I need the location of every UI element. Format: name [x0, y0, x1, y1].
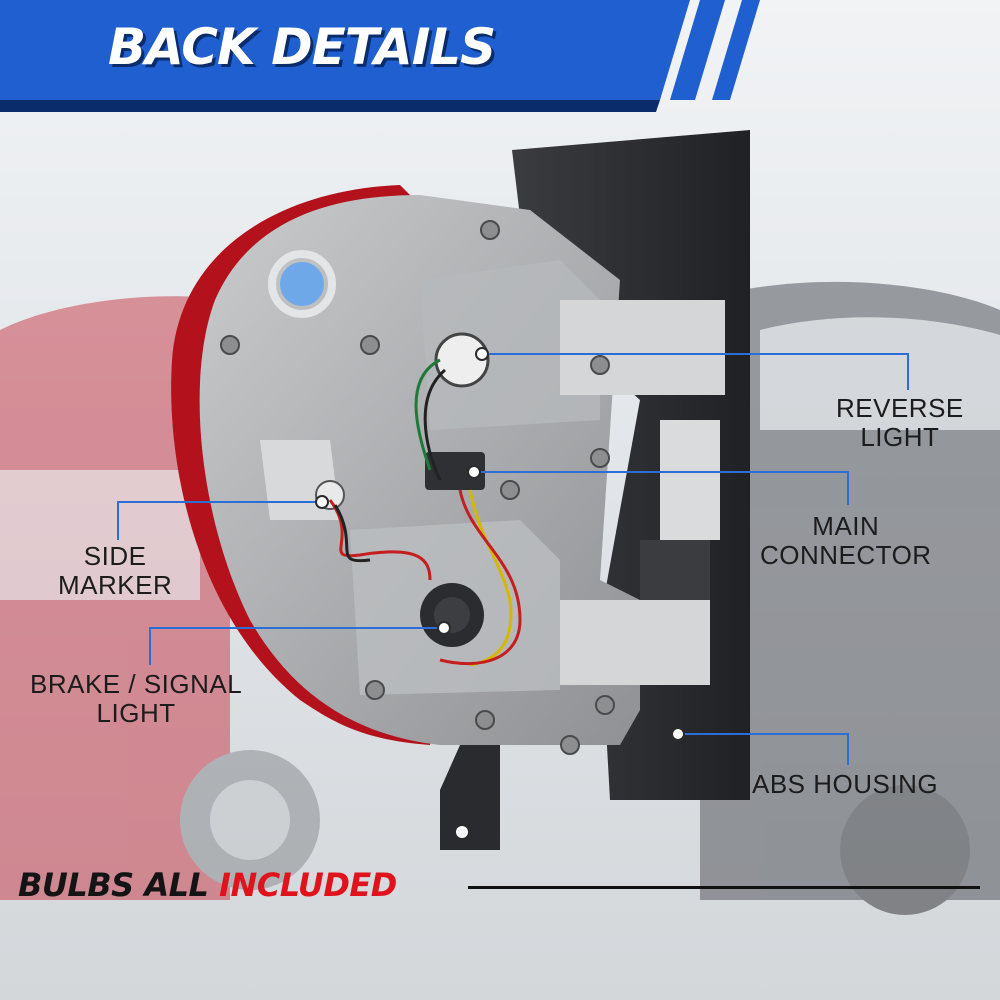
callout-brake-signal-light: BRAKE / SIGNAL LIGHT	[30, 670, 242, 728]
callout-lines	[117, 353, 909, 765]
callout-line-2: MARKER	[58, 570, 173, 600]
screws	[220, 220, 615, 755]
reverse-light-dot	[475, 347, 489, 361]
callout-abs-housing: ABS HOUSING	[752, 770, 938, 799]
wiring	[328, 358, 522, 667]
callout-line-1: SIDE	[83, 541, 147, 571]
callout-line-1: MAIN	[812, 511, 880, 541]
main-connector-plug	[425, 452, 485, 490]
abs-housing-dot	[671, 727, 685, 741]
callout-side-marker: SIDE MARKER	[58, 542, 172, 600]
callout-reverse-light: REVERSE LIGHT	[836, 394, 964, 452]
side-marker-dot	[315, 495, 329, 509]
callout-dots	[315, 347, 685, 741]
callout-line-1: ABS HOUSING	[752, 769, 939, 799]
callout-line-2: LIGHT	[860, 422, 940, 452]
callout-line-1: REVERSE	[836, 393, 964, 423]
background-cars	[0, 281, 1000, 915]
callout-line-2: CONNECTOR	[760, 540, 932, 570]
callout-line-1: BRAKE / SIGNAL	[30, 669, 243, 699]
footer-divider	[468, 886, 980, 889]
footer-highlight: INCLUDED	[219, 866, 397, 904]
footer-prefix: BULBS ALL	[18, 866, 209, 904]
page-title: BACK DETAILS	[108, 18, 496, 76]
header-banner	[0, 0, 760, 112]
callout-main-connector: MAIN CONNECTOR	[760, 512, 932, 570]
footer-tagline: BULBS ALL INCLUDED	[18, 866, 397, 904]
brake-signal-dot	[437, 621, 451, 635]
main-connector-dot	[467, 465, 481, 479]
reverse-socket	[434, 332, 490, 388]
callout-line-2: LIGHT	[96, 698, 176, 728]
